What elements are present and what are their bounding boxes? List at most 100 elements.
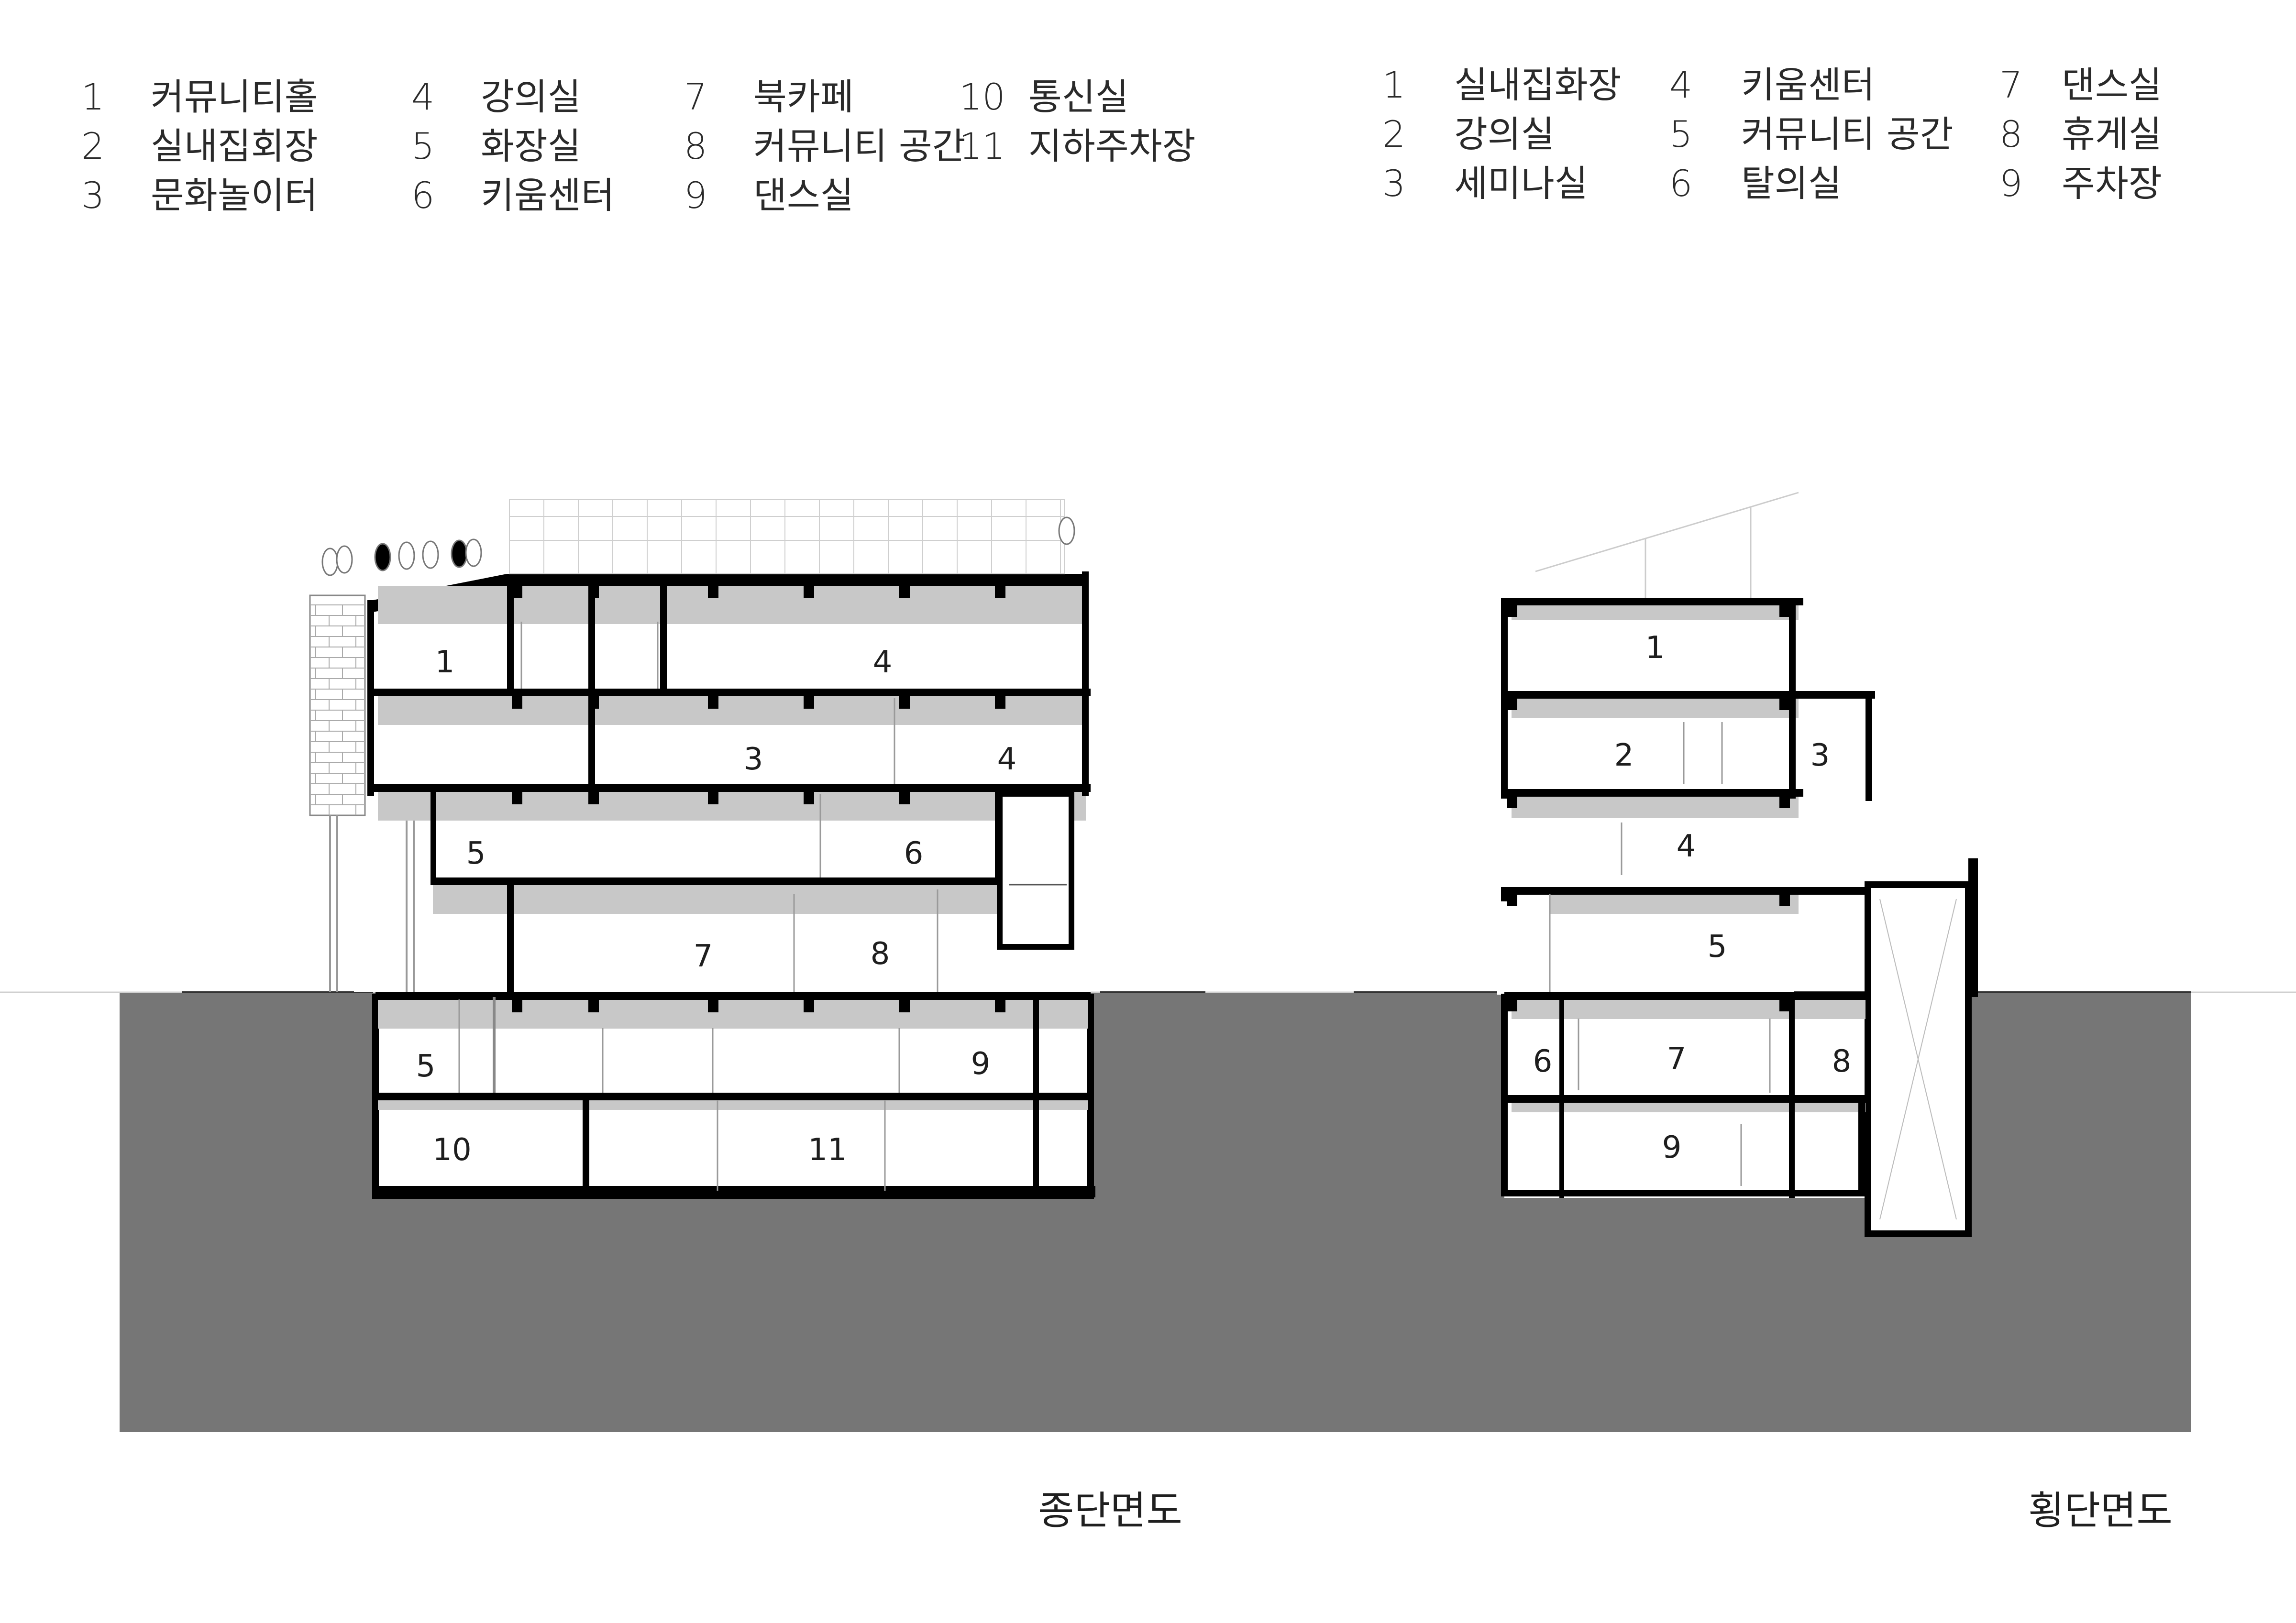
beam — [1507, 797, 1517, 808]
legend-number: 9 — [684, 174, 707, 217]
legend-number: 11 — [959, 125, 1005, 167]
beam — [512, 792, 522, 804]
roof-slab — [373, 574, 1088, 612]
legend-label: 키움센터 — [481, 174, 615, 217]
column — [588, 696, 595, 787]
tree-icon — [321, 548, 339, 576]
cross-ceiling-b2 — [1512, 1103, 1866, 1112]
legend-label: 커뮤니티 공간 — [753, 125, 966, 167]
legend-label: 실내집회장 — [151, 125, 318, 167]
beam — [588, 792, 599, 804]
cross-partitions — [1549, 722, 1771, 1186]
roof-ceiling-band — [378, 586, 1086, 624]
beam — [899, 792, 910, 804]
beam — [512, 1000, 522, 1012]
legend-number: 1 — [1382, 64, 1406, 106]
legend-label: 강의실 — [481, 76, 581, 118]
cross-ceiling-1f — [1550, 895, 1799, 914]
room-label: 8 — [1832, 1044, 1852, 1079]
beam — [1779, 605, 1790, 617]
room-label: 9 — [1662, 1130, 1682, 1165]
tree-icon — [1058, 516, 1075, 545]
brick-pattern — [310, 604, 365, 815]
cross-wall-right-3f — [1866, 691, 1872, 801]
slab-3f — [373, 689, 1091, 696]
legend-label: 주차장 — [2062, 162, 2162, 205]
slab-b2 — [375, 1093, 1091, 1100]
room-label: 10 — [432, 1132, 471, 1168]
room-label: 3 — [1810, 738, 1830, 773]
ceiling-band-2f — [378, 792, 1086, 821]
cross-body — [1497, 579, 1794, 995]
ceiling-band-b1 — [378, 1000, 1088, 1029]
beam — [708, 792, 718, 804]
legend-number: 5 — [411, 125, 435, 167]
legend-label: 화장실 — [481, 125, 581, 167]
beam — [804, 792, 814, 804]
cross-wall-left — [1501, 598, 1508, 799]
rooftop-frame — [509, 499, 1065, 574]
cross-roof-pitch — [1535, 492, 1799, 572]
ceiling-band-3f — [378, 696, 1086, 725]
room-label: 3 — [744, 742, 763, 777]
cross-wall-b2-right — [1858, 1100, 1865, 1195]
legend-number: 2 — [81, 125, 105, 167]
wall-left-upper — [367, 600, 374, 796]
tree-icon — [465, 538, 482, 567]
rooftop-trees — [321, 516, 1075, 576]
wall-b1-mid — [583, 1095, 589, 1195]
legend-number: 5 — [1669, 113, 1693, 155]
cross-wall-b1-8 — [1789, 997, 1795, 1198]
room-label: 11 — [808, 1132, 847, 1168]
wall-b1-left — [493, 997, 496, 1093]
room-label: 4 — [873, 645, 893, 680]
legend-number: 7 — [1999, 64, 2023, 106]
beam — [804, 696, 814, 709]
room-label: 6 — [1533, 1044, 1553, 1079]
beam — [1507, 1000, 1517, 1011]
beam — [708, 1000, 718, 1012]
legend-label: 댄스실 — [2062, 64, 2162, 106]
room-label: 5 — [1708, 929, 1727, 965]
building-body — [354, 571, 1091, 992]
legend-label: 세미나실 — [1454, 162, 1588, 205]
longitudinal-title: 종단면도 — [1038, 1488, 1182, 1534]
partitions — [458, 622, 938, 1191]
legend-label: 키움센터 — [1741, 64, 1875, 106]
slab-b1 — [375, 992, 1091, 1000]
wall-right-upper — [1082, 571, 1089, 796]
beam — [1507, 895, 1517, 906]
room-label: 6 — [904, 836, 924, 871]
beam — [588, 1000, 599, 1012]
ceiling-band-1f — [433, 885, 1040, 914]
beam — [512, 586, 522, 598]
room-label: 2 — [1614, 738, 1634, 773]
cross-roof-ceiling — [1512, 605, 1799, 620]
tree-icon — [398, 541, 415, 570]
cross-slab-1f — [1507, 887, 1870, 895]
room-label: 9 — [971, 1046, 991, 1082]
legend-number: 4 — [1669, 64, 1693, 106]
legend-number: 3 — [1382, 162, 1406, 205]
cross-ceiling-2f — [1512, 797, 1799, 818]
beam — [1779, 895, 1790, 906]
wall-b2-inner — [1033, 999, 1039, 1195]
tree-icon — [374, 543, 391, 571]
legend-label: 커뮤니티 공간 — [1741, 113, 1954, 155]
cross-title: 횡단면도 — [2028, 1488, 2173, 1534]
beam — [708, 696, 718, 709]
slab-2f — [373, 784, 1091, 792]
legend-label: 지하주차장 — [1028, 125, 1196, 167]
beam — [1507, 605, 1517, 617]
room-label: 8 — [871, 936, 890, 972]
tree-icon — [451, 539, 468, 568]
legend-number: 8 — [684, 125, 707, 167]
legend-number: 10 — [959, 76, 1005, 118]
legend-number: 2 — [1382, 113, 1406, 155]
elevator-x2 — [1879, 899, 1957, 1220]
